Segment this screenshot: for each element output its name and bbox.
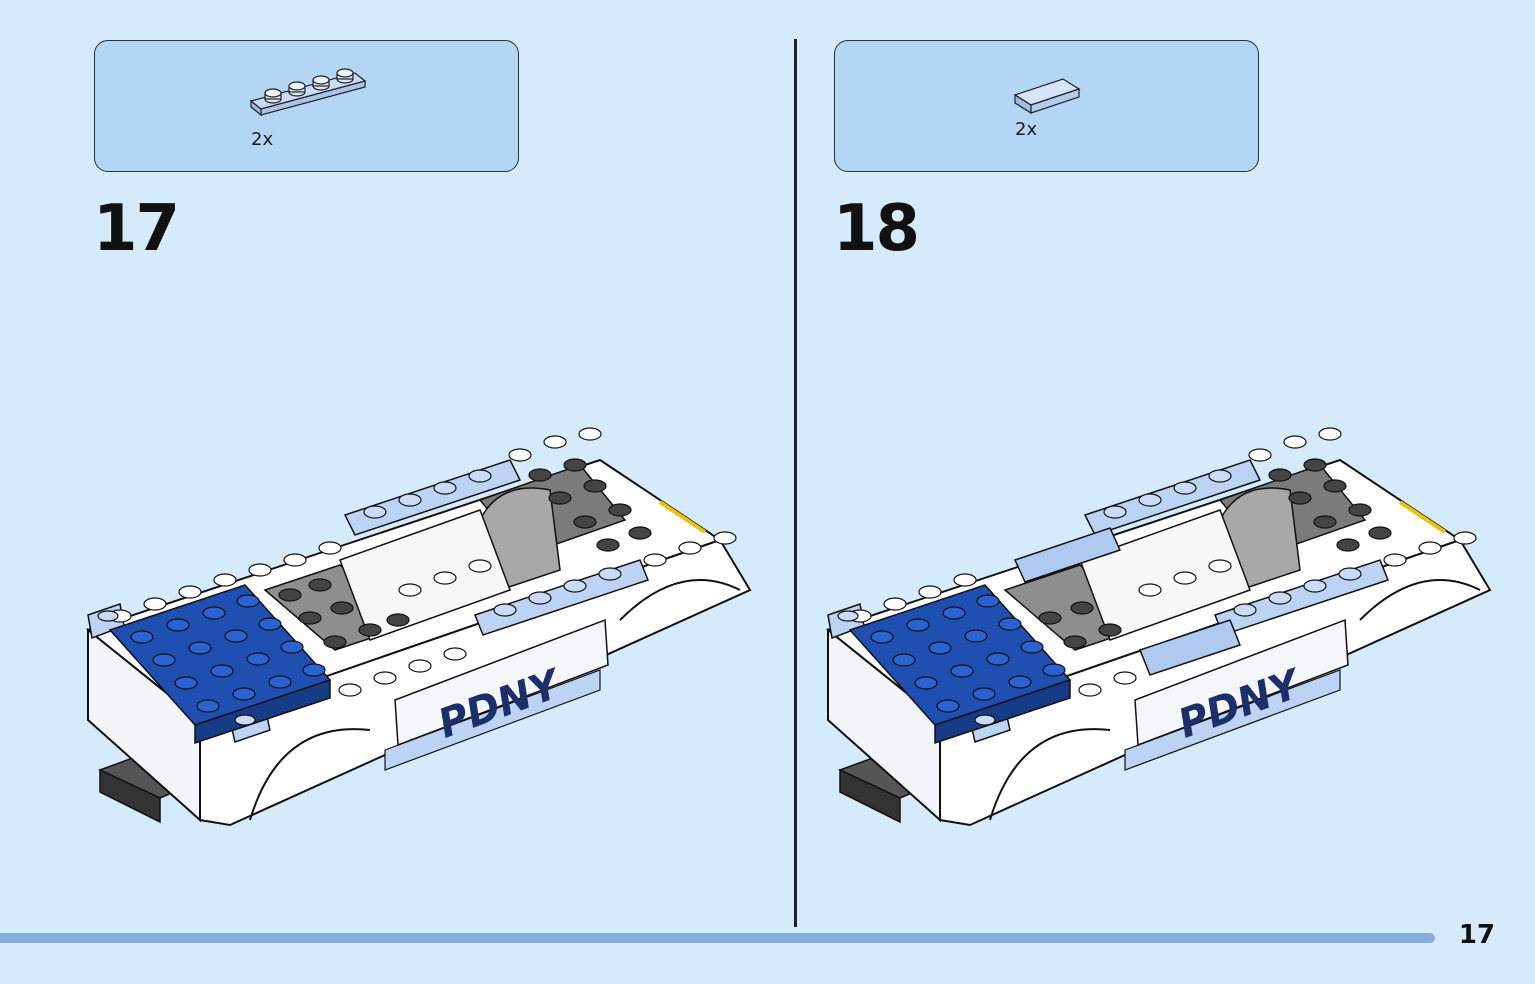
car-chassis-illustration: PDNY — [85, 427, 752, 827]
step-number: 17 — [93, 192, 180, 266]
part-quantity: 2x — [1015, 119, 1038, 140]
part-quantity: 2x — [251, 129, 274, 150]
page-number: 17 — [1458, 920, 1495, 950]
parts-callout-step-17: 2x — [94, 40, 519, 172]
step-number: 18 — [833, 192, 920, 266]
page-footer-bar — [0, 933, 1435, 943]
parts-callout-step-18: 2x — [834, 40, 1259, 172]
plate-1x4-icon — [249, 68, 367, 117]
tile-1x2-icon — [1013, 78, 1081, 115]
car-chassis-illustration: PDNY — [825, 427, 1492, 827]
step-divider — [794, 39, 797, 927]
